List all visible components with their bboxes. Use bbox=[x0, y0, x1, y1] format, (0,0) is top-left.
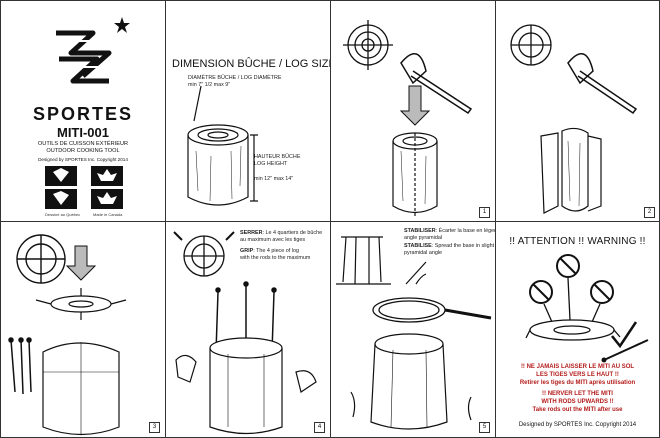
brand-name: SPORTES bbox=[32, 104, 134, 124]
star-icon bbox=[114, 17, 130, 33]
flag-caption-left: Dessiné au Québec bbox=[45, 212, 81, 217]
check-icon bbox=[611, 321, 638, 349]
diameter-range: min 7" 1/2 max 9" bbox=[188, 82, 231, 88]
stabiliser-text2: angle pyramidal bbox=[404, 235, 443, 241]
warning-en-1: !! NERVER LET THE MITI bbox=[542, 391, 613, 397]
brand-panel: SPORTES MITI-001 OUTILS DE CUISSON EXTÉR… bbox=[0, 0, 166, 222]
warning-panel: !! ATTENTION !! WARNING !! bbox=[495, 221, 660, 438]
step-number: 1 bbox=[479, 207, 490, 218]
flags bbox=[45, 166, 123, 209]
step-5-drawing bbox=[336, 236, 492, 430]
designed-by: Designed by SPORTES Inc. Copyright 2014 bbox=[518, 422, 637, 428]
step-3-panel: 3 bbox=[0, 221, 166, 438]
target-icon bbox=[343, 20, 393, 70]
warning-drawing bbox=[525, 254, 649, 363]
stabilise-label: STABILISE bbox=[404, 243, 432, 249]
no-symbol-icon bbox=[529, 280, 553, 304]
step-2-drawing bbox=[510, 24, 638, 214]
warning-en-3: Take rods out the MITI after use bbox=[532, 407, 623, 413]
stabiliser-label: STABILISER bbox=[404, 228, 436, 234]
grip-text2: with the rods to the maximum bbox=[240, 255, 311, 261]
stabilise-text1: : Spread the base in slight bbox=[431, 243, 495, 249]
serrer-label: SERRER bbox=[240, 230, 263, 236]
serrer-text2: au maximum avec les tiges bbox=[240, 237, 306, 243]
step-number: 2 bbox=[644, 207, 655, 218]
warning-fr-1: !! NE JAMAIS LAISSER LE MITI AU SOL bbox=[520, 364, 635, 370]
grip-label: GRIP bbox=[240, 248, 254, 254]
height-label-fr: HAUTEUR BÛCHE bbox=[254, 154, 301, 160]
step-3-drawing bbox=[8, 234, 127, 436]
step-number: 3 bbox=[149, 422, 160, 433]
serrer-text1: : Le 4 quartiers de bûche bbox=[262, 230, 323, 236]
step-number: 4 bbox=[314, 422, 325, 433]
product-line-fr: OUTILS DE CUISSON EXTÉRIEUR bbox=[37, 141, 129, 147]
axe-icon bbox=[400, 53, 473, 115]
height-label-en: LOG HEIGHT bbox=[254, 161, 288, 167]
brand-copyright: Designed by SPORTES Inc. Copyright 2014 bbox=[38, 157, 128, 162]
flag-caption-right: Made in Canada bbox=[93, 212, 123, 217]
step-4-drawing bbox=[173, 231, 317, 435]
warning-fr-2: LES TIGES VERS LE HAUT !! bbox=[536, 372, 619, 378]
brand-logo bbox=[51, 17, 130, 84]
dimension-title: DIMENSION BÛCHE / LOG SIZE bbox=[172, 58, 331, 70]
step-number: 5 bbox=[479, 422, 490, 433]
stabilise-text2: pyramidal angle bbox=[404, 250, 443, 256]
warning-title: !! ATTENTION !! WARNING !! bbox=[509, 236, 646, 247]
axe-icon bbox=[567, 53, 638, 115]
step-2-panel: 2 bbox=[495, 0, 660, 222]
step-1-panel: 1 bbox=[330, 0, 496, 222]
step-5-panel: STABILISER: Écarter la base en léger ang… bbox=[330, 221, 496, 438]
no-symbol-icon bbox=[590, 280, 614, 304]
step-4-panel: SERRER: Le 4 quartiers de bûche au maxim… bbox=[165, 221, 331, 438]
stabiliser-text1: : Écarter la base en léger bbox=[435, 228, 496, 234]
height-range: min 12" max 14" bbox=[254, 176, 294, 182]
warning-fr-3: Retirer les tiges du MITI après utilisat… bbox=[519, 380, 636, 386]
model-number: MITI-001 bbox=[56, 125, 109, 140]
arrow-down-icon bbox=[399, 85, 431, 126]
log-dimension-drawing bbox=[187, 85, 258, 206]
warning-en-2: WITH RODS UPWARDS !! bbox=[541, 399, 614, 405]
no-symbol-icon bbox=[556, 254, 580, 278]
grip-text1: : The 4 piece of log bbox=[253, 248, 299, 254]
diameter-label: DIAMÈTRE BÛCHE / LOG DIAMÈTRE bbox=[188, 75, 282, 81]
dimension-panel: DIMENSION BÛCHE / LOG SIZE DIAMÈTRE BÛCH… bbox=[165, 0, 331, 222]
arrow-down-icon bbox=[65, 245, 97, 281]
product-line-en: OUTDOOR COOKING TOOL bbox=[46, 148, 120, 154]
step-1-drawing bbox=[343, 20, 473, 216]
